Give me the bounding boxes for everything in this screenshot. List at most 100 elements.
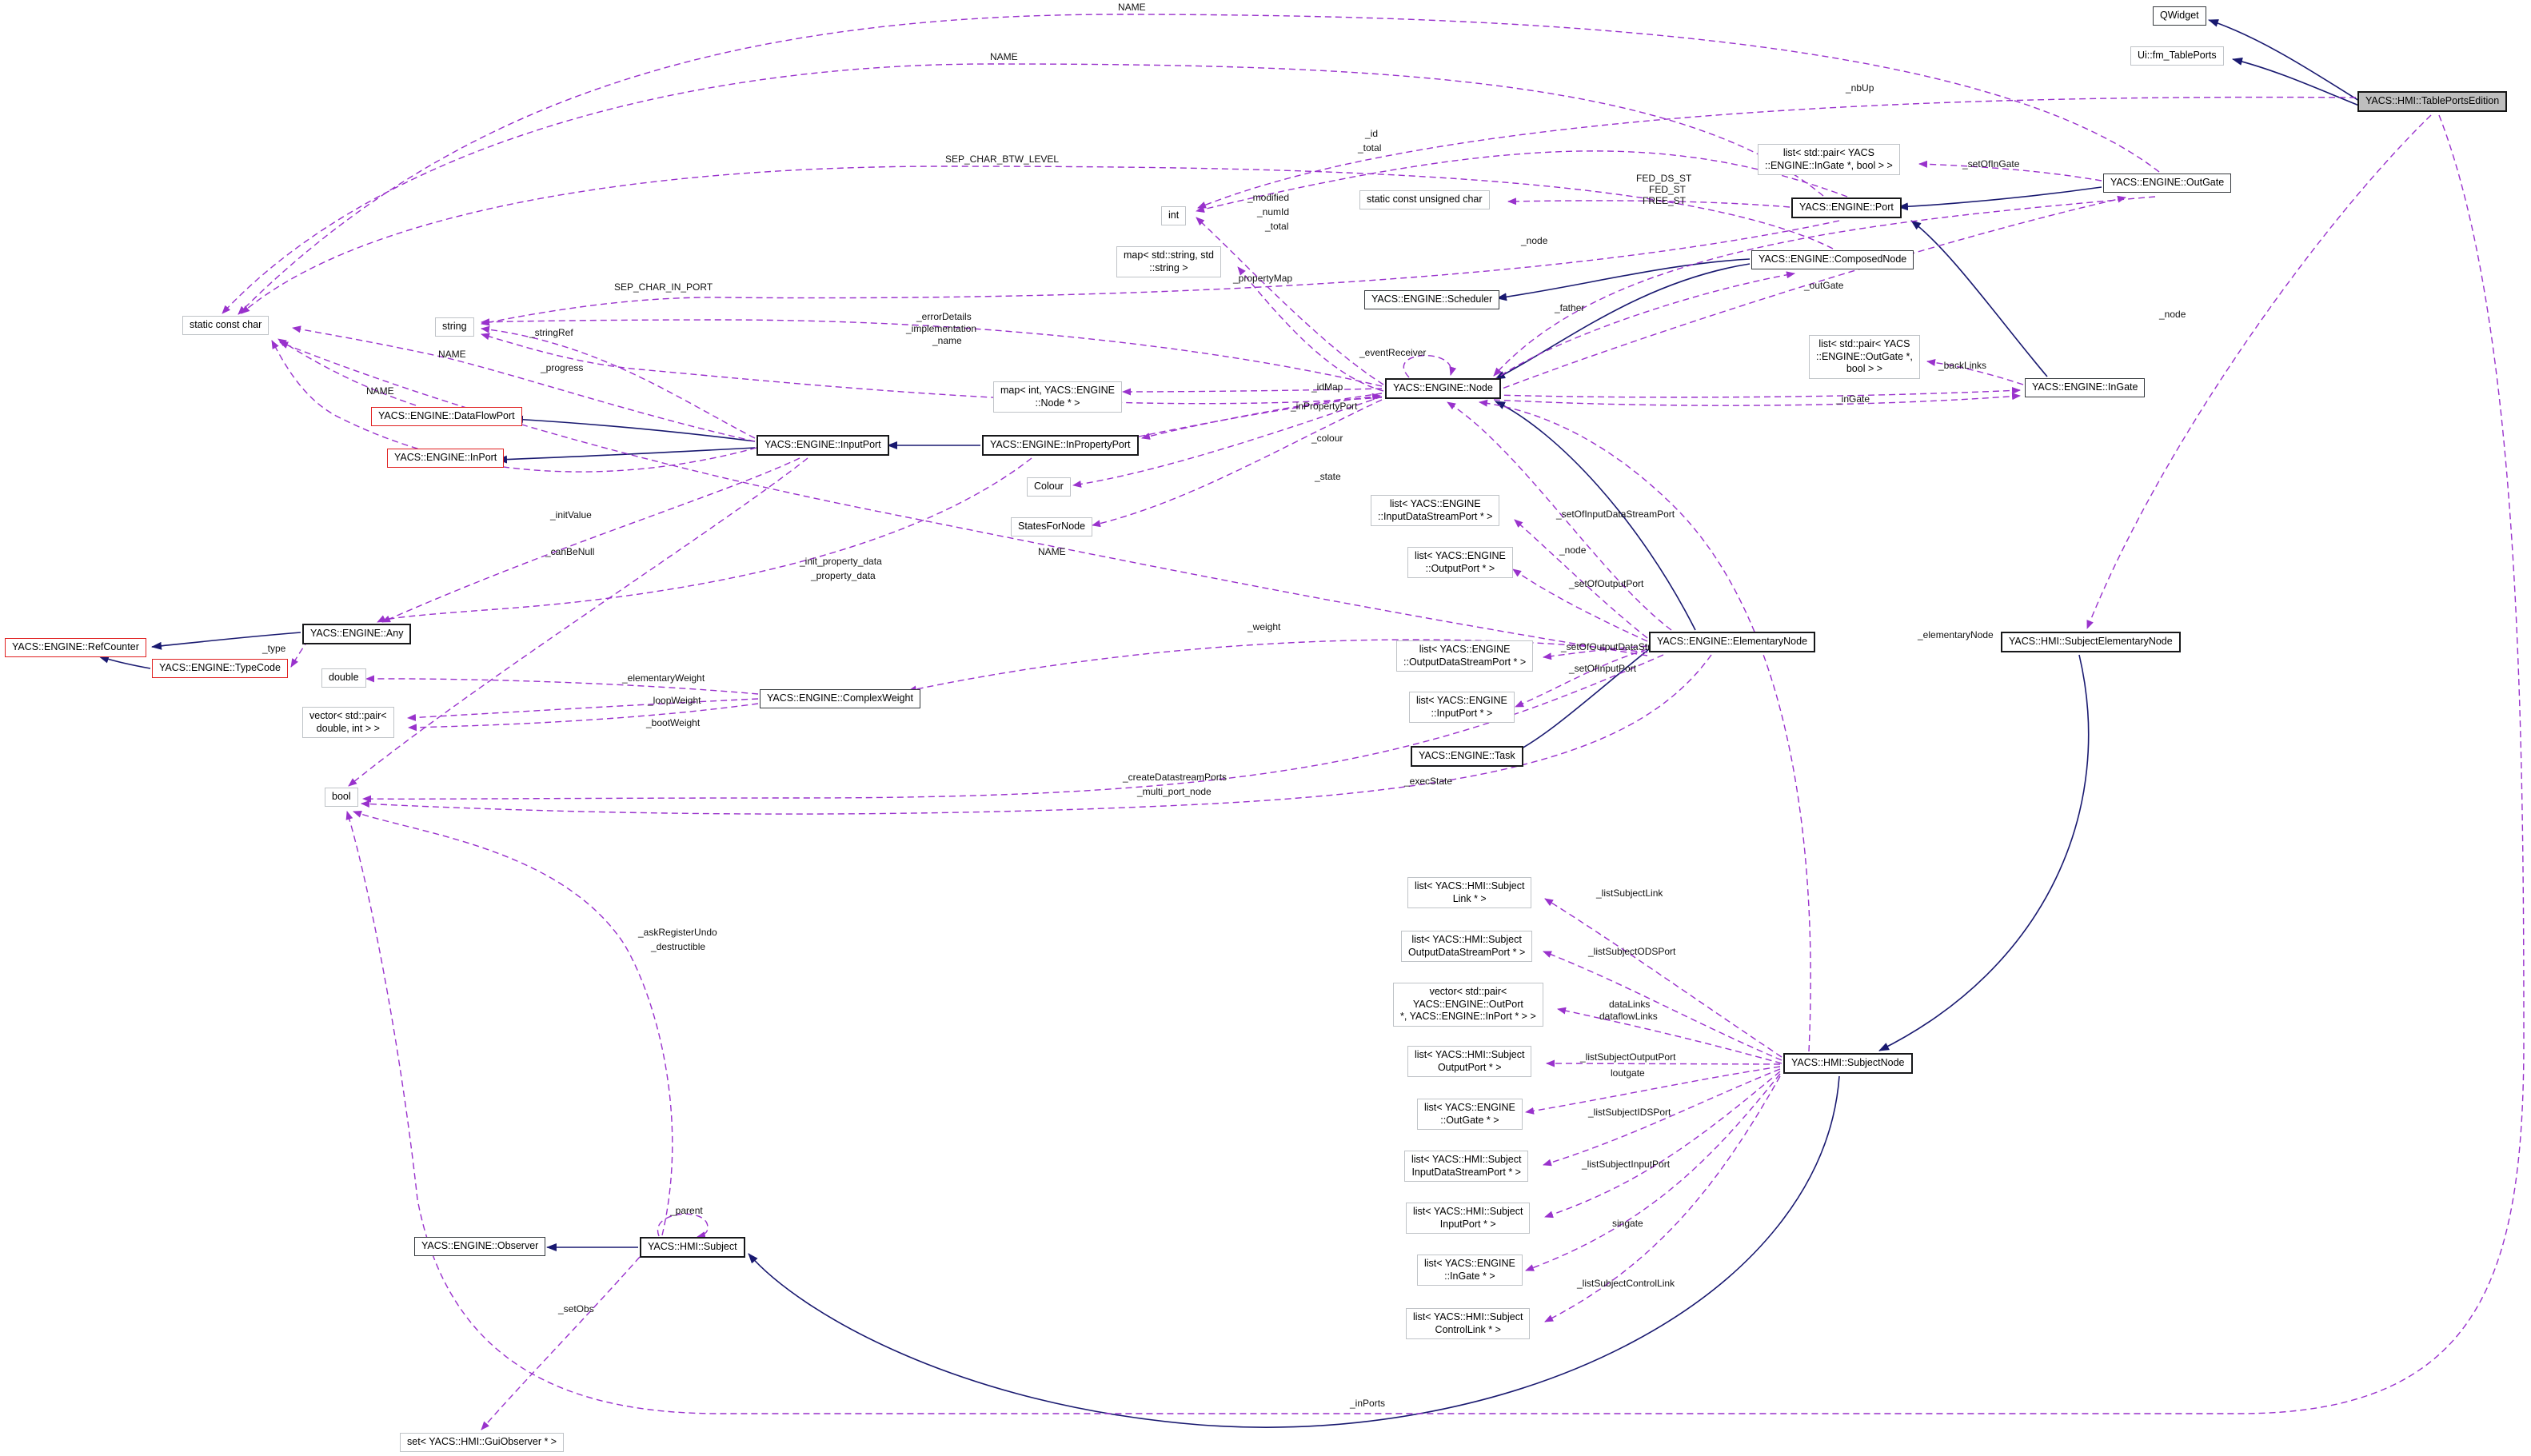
class-node-list-ingate-engine[interactable]: list< YACS::ENGINE ::InGate * > [1417,1255,1523,1286]
edge-label--stringref: _stringRef [529,327,573,338]
class-node-dataflowport[interactable]: YACS::ENGINE::DataFlowPort [371,407,522,426]
class-node-typecode[interactable]: YACS::ENGINE::TypeCode [152,659,288,678]
edge-label-name: NAME [990,51,1018,62]
class-node-composednode[interactable]: YACS::ENGINE::ComposedNode [1751,250,1914,269]
edge-label--node: _node [1521,235,1548,246]
class-node-inport[interactable]: YACS::ENGINE::InPort [387,449,505,468]
edge-label--createdatastreamports: _createDatastreamPorts [1123,772,1228,783]
edge-label--node: _node [1559,545,1587,556]
edge-label--colour: _colour [1311,433,1343,444]
class-node-subject[interactable]: YACS::HMI::Subject [640,1237,745,1258]
edge-label--parent: _parent [670,1205,703,1216]
edge-label--name: _name [932,335,962,346]
edge-label--elementarynode: _elementaryNode [1918,629,1994,640]
edge-label--setofoutputport: _setOfOutputPort [1569,578,1644,589]
edge-label-sep-char-btw-level: SEP_CHAR_BTW_LEVEL [945,154,1060,165]
class-node-set-guiobserver[interactable]: set< YACS::HMI::GuiObserver * > [400,1433,565,1452]
edge-label-free-st: FREE_ST [1643,195,1687,206]
class-node-any[interactable]: YACS::ENGINE::Any [302,624,412,644]
edge-label--state: _state [1315,471,1341,482]
class-node-complexweight[interactable]: YACS::ENGINE::ComplexWeight [760,689,920,708]
edge-label--multi-port-node: _multi_port_node [1137,786,1212,797]
class-node-port[interactable]: YACS::ENGINE::Port [1791,197,1902,218]
class-node-map-string-string[interactable]: map< std::string, std ::string > [1116,246,1221,278]
class-node-list-subjectidsport[interactable]: list< YACS::HMI::Subject InputDataStream… [1404,1151,1529,1183]
edge-label--idmap: _idMap [1311,381,1343,393]
class-node-subjectelementarynode[interactable]: YACS::HMI::SubjectElementaryNode [2001,632,2181,652]
edge-label--total: _total [1358,142,1382,154]
class-node-list-outputport[interactable]: list< YACS::ENGINE ::OutputPort * > [1407,547,1513,579]
class-node-double[interactable]: double [321,668,366,688]
class-node-list-subjectodsport[interactable]: list< YACS::HMI::Subject OutputDataStrea… [1401,931,1533,963]
edge-label--property-data: _property_data [811,570,876,581]
edge-label--inpropertyport: _inPropertyPort [1291,401,1358,412]
class-node-static-const-char[interactable]: static const char [182,316,269,335]
class-node-inputport[interactable]: YACS::ENGINE::InputPort [757,435,889,456]
edge-label--elementaryweight: _elementaryWeight [622,672,705,684]
class-node-elementarynode[interactable]: YACS::ENGINE::ElementaryNode [1649,632,1816,652]
class-node-list-subjectlink[interactable]: list< YACS::HMI::Subject Link * > [1407,877,1532,909]
class-node-string[interactable]: string [435,317,474,337]
class-node-list-subjectinputport[interactable]: list< YACS::HMI::Subject InputPort * > [1406,1203,1531,1235]
class-node-tableportsedition[interactable]: YACS::HMI::TablePortsEdition [2357,91,2508,112]
class-node-list-outputdatastreamport[interactable]: list< YACS::ENGINE ::OutputDataStreamPor… [1396,640,1534,672]
class-node-ui-fm-tableports[interactable]: Ui::fm_TablePorts [2130,46,2224,66]
class-node-list-ingate-bool[interactable]: list< std::pair< YACS ::ENGINE::InGate *… [1758,144,1900,176]
class-node-statesfornode[interactable]: StatesForNode [1011,517,1093,537]
class-node-backlinks-list[interactable]: list< std::pair< YACS ::ENGINE::OutGate … [1809,335,1920,379]
edge-label-name: NAME [1118,2,1146,13]
edge-label--total: _total [1265,221,1289,232]
class-node-ingate[interactable]: YACS::ENGINE::InGate [2025,378,2146,397]
class-node-colour[interactable]: Colour [1027,477,1071,497]
edge-label--nbup: _nbUp [1846,82,1874,94]
edge-label--father: _father [1555,302,1585,313]
edge-label--weight: _weight [1248,621,1281,632]
edge-label--inports: _inPorts [1350,1398,1386,1409]
edge-label--destructible: _destructible [651,941,706,952]
class-node-bool[interactable]: bool [325,788,358,807]
edge-label--setofinputdatastreamport: _setOfInputDataStreamPort [1556,509,1675,520]
edge-label--execstate: _execState [1404,776,1453,787]
class-node-map-int-node[interactable]: map< int, YACS::ENGINE ::Node * > [993,381,1122,413]
class-node-list-outgate[interactable]: list< YACS::ENGINE ::OutGate * > [1417,1099,1523,1131]
edge-label--listsubjectodsport: _listSubjectODSPort [1588,946,1676,957]
class-node-outgate[interactable]: YACS::ENGINE::OutGate [2103,174,2232,193]
edge-label--outgate: _outGate [1804,280,1844,291]
edge-label--eventreceiver: _eventReceiver [1359,347,1427,358]
class-node-list-subjectcontrollink[interactable]: list< YACS::HMI::Subject ControlLink * > [1406,1308,1531,1340]
edge-label-sep-char-in-port: SEP_CHAR_IN_PORT [614,281,713,293]
class-node-list-inputdatastreamport[interactable]: list< YACS::ENGINE ::InputDataStreamPort… [1371,495,1500,527]
edge-label-name: NAME [1038,546,1066,557]
class-node-inpropertyport[interactable]: YACS::ENGINE::InPropertyPort [982,435,1139,456]
class-node-scheduler[interactable]: YACS::ENGINE::Scheduler [1364,290,1500,309]
class-node-subjectnode[interactable]: YACS::HMI::SubjectNode [1783,1053,1913,1074]
edge-label--init-property-data: _init_property_data [800,556,882,567]
edge-label--bootweight: _bootWeight [646,717,701,728]
edge-label-fed-ds-st: FED_DS_ST [1636,173,1692,184]
class-node-observer[interactable]: YACS::ENGINE::Observer [414,1237,546,1256]
edge-label-name: NAME [366,385,394,397]
edge-label--numid: _numId [1257,206,1290,217]
class-node-vector-outport-inport[interactable]: vector< std::pair< YACS::ENGINE::OutPort… [1393,983,1543,1027]
edge-label--modified: _modified [1248,192,1290,203]
class-node-node[interactable]: YACS::ENGINE::Node [1385,378,1501,399]
edge-label-loutgate: loutgate [1611,1067,1645,1079]
class-node-refcounter[interactable]: YACS::ENGINE::RefCounter [5,638,146,657]
class-node-qwidget[interactable]: QWidget [2153,6,2206,26]
edge-label--initvalue: _initValue [550,509,592,521]
edge-label--setobs: _setObs [558,1303,594,1314]
class-node-int[interactable]: int [1161,206,1187,225]
edge-label--listsubjectinputport: _listSubjectInputPort [1582,1159,1671,1170]
solid-edges [98,19,2360,1428]
class-node-vector-double-int[interactable]: vector< std::pair< double, int > > [302,707,394,739]
edge-label--id: _id [1365,128,1379,139]
edge-label--askregisterundo: _askRegisterUndo [638,927,717,938]
class-node-static-const-uchar[interactable]: static const unsigned char [1359,190,1490,209]
edge-label--implementation: _implementation [906,323,977,334]
edge-label--loopweight: _loopWeight [648,695,701,706]
class-node-list-subjectoutputport[interactable]: list< YACS::HMI::Subject OutputPort * > [1407,1046,1532,1078]
class-node-task[interactable]: YACS::ENGINE::Task [1411,746,1523,767]
class-node-list-inputport-engine[interactable]: list< YACS::ENGINE ::InputPort * > [1409,692,1515,724]
